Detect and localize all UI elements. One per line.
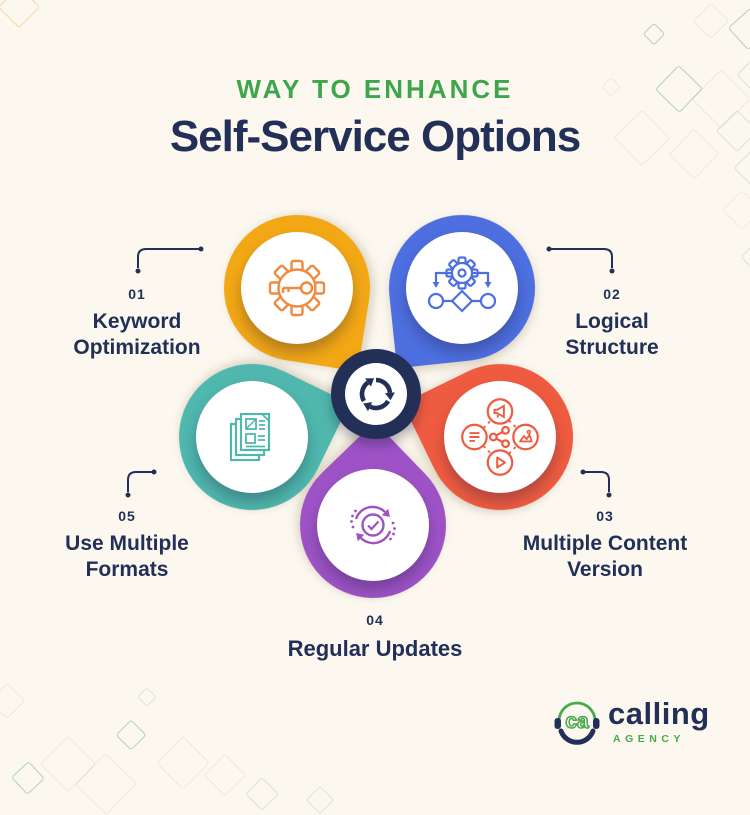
decor-square xyxy=(137,687,157,707)
node-inner-circle xyxy=(317,469,429,581)
step-number: 02 xyxy=(603,286,621,302)
node-inner-circle xyxy=(444,381,556,493)
label-regular-updates: 04 Regular Updates xyxy=(260,612,490,663)
decor-square xyxy=(642,22,666,46)
node-keyword-optimization xyxy=(213,204,381,372)
step-number: 05 xyxy=(118,508,136,524)
node-inner-circle xyxy=(406,232,518,344)
decor-square xyxy=(245,777,279,811)
headset-face-icon: ca xyxy=(554,701,600,745)
step-title: Regular Updates xyxy=(287,636,463,661)
decor-square xyxy=(0,0,41,29)
content-types-icon xyxy=(461,398,539,476)
step-number: 03 xyxy=(596,508,614,524)
decor-square xyxy=(740,241,750,273)
connector-03 xyxy=(580,469,612,498)
stacked-documents-icon xyxy=(229,412,271,462)
decor-square xyxy=(692,2,730,40)
step-title: Logical Structure xyxy=(565,310,659,360)
connector-02 xyxy=(546,246,615,274)
label-logical-structure: 02 Logical Structure xyxy=(512,286,712,362)
refresh-check-icon xyxy=(350,505,396,545)
brand-name: calling xyxy=(608,696,710,731)
step-title: Multiple Content Version xyxy=(522,532,688,582)
eyebrow-text: WAY TO ENHANCE xyxy=(236,74,514,104)
label-multiple-content-version: 03 Multiple Content Version xyxy=(500,508,710,584)
decor-square xyxy=(0,682,26,720)
decor-square xyxy=(11,761,45,795)
node-inner-circle xyxy=(196,381,308,493)
decor-square xyxy=(203,753,247,797)
gear-flowchart-icon xyxy=(427,256,497,313)
node-multiple-content-version xyxy=(402,339,598,535)
decor-square xyxy=(727,7,750,51)
node-regular-updates xyxy=(269,421,477,629)
brand-logo: ca calling AGENCY xyxy=(551,698,710,750)
gear-key-icon xyxy=(268,259,326,317)
node-logical-structure xyxy=(381,207,543,369)
decor-square xyxy=(156,736,210,790)
svg-text:ca: ca xyxy=(565,710,589,733)
header: WAY TO ENHANCE Self-Service Options xyxy=(0,74,750,162)
brand-suffix: AGENCY xyxy=(613,733,685,745)
node-use-multiple-formats xyxy=(154,339,350,535)
decor-square xyxy=(722,190,750,230)
recycle-arrows-icon xyxy=(359,377,395,412)
central-hub xyxy=(331,349,421,439)
label-use-multiple-formats: 05 Use Multiple Formats xyxy=(27,508,227,584)
connector-05 xyxy=(125,469,157,498)
decor-square xyxy=(115,719,147,751)
page-title: Self-Service Options xyxy=(169,112,581,161)
node-inner-circle xyxy=(241,232,353,344)
connector-01 xyxy=(135,246,204,274)
label-keyword-optimization: 01 Keyword Optimization xyxy=(37,286,237,362)
decor-square xyxy=(305,785,335,815)
step-title: Use Multiple Formats xyxy=(65,532,189,582)
step-number: 01 xyxy=(128,286,146,302)
hub-inner-circle xyxy=(345,363,407,425)
brand-logo-text: calling AGENCY xyxy=(608,698,710,745)
step-title: Keyword Optimization xyxy=(73,310,201,360)
step-number: 04 xyxy=(366,612,384,628)
